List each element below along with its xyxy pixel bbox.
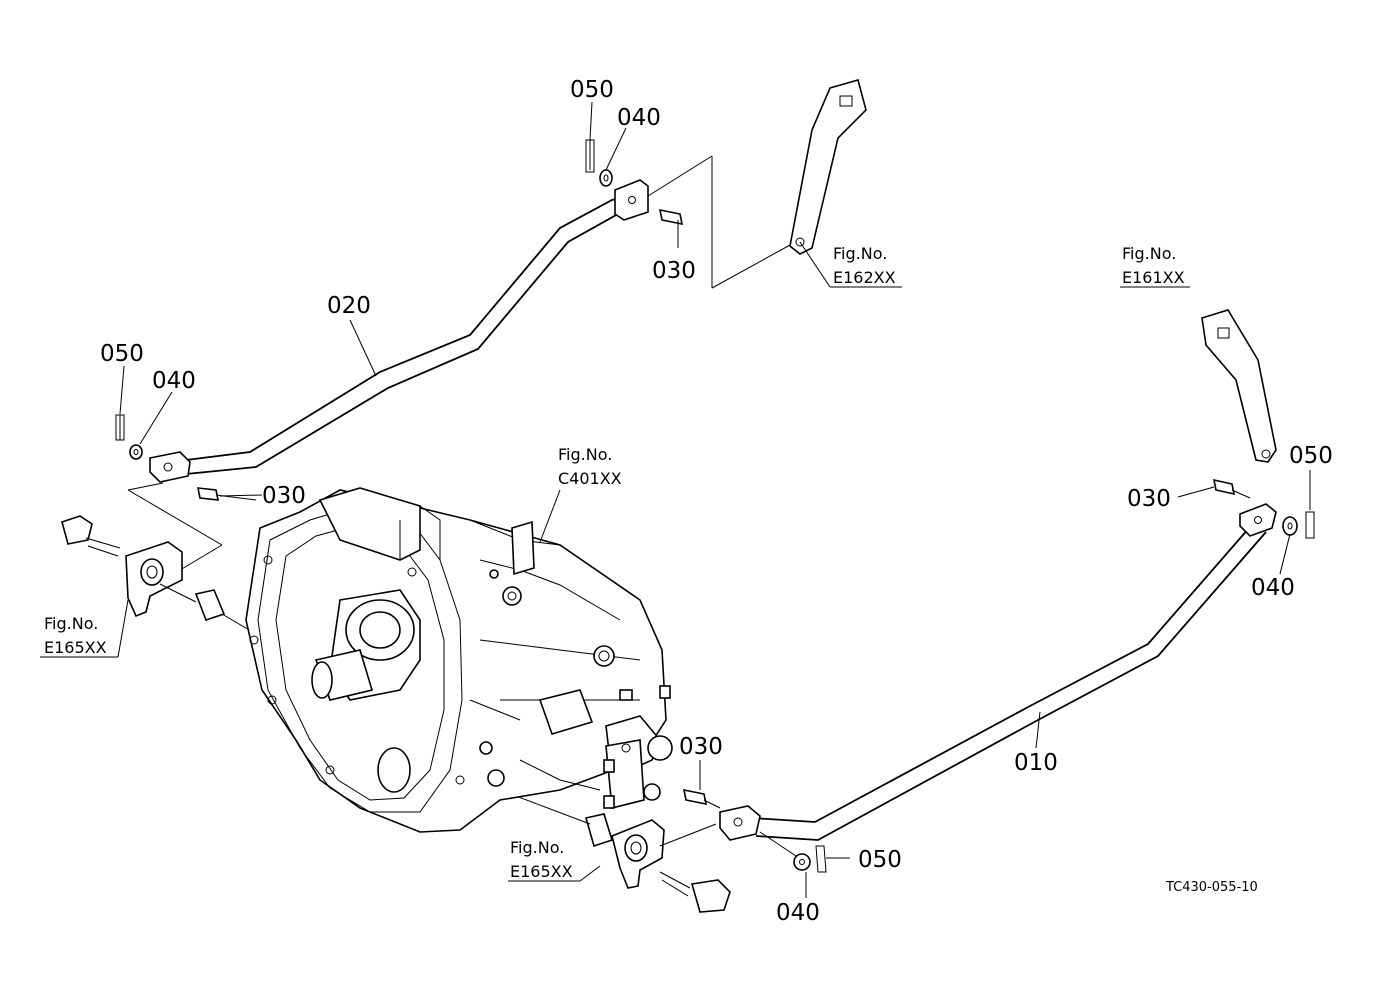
label-050-top: 050 bbox=[570, 77, 614, 103]
label-030-top: 030 bbox=[652, 258, 696, 284]
label-040-bottom: 040 bbox=[776, 900, 820, 926]
upper-left-fittings bbox=[115, 414, 257, 583]
lever-e162 bbox=[789, 79, 902, 288]
leader-lines bbox=[119, 101, 1311, 898]
label-050-right: 050 bbox=[1289, 443, 1333, 469]
rod-010 bbox=[719, 503, 1277, 841]
label-050-left: 050 bbox=[100, 341, 144, 367]
fig-label-e165-left: Fig.No. bbox=[44, 614, 98, 633]
label-040-left: 040 bbox=[152, 368, 196, 394]
fig-code-e162: E162XX bbox=[833, 268, 896, 287]
fig-label-c401: Fig.No. bbox=[558, 445, 612, 464]
fig-code-c401: C401XX bbox=[558, 469, 622, 488]
label-030-right: 030 bbox=[1127, 486, 1171, 512]
fig-code-e165-left: E165XX bbox=[44, 638, 107, 657]
figure-reference-labels: Fig.No. E162XX Fig.No. E161XX Fig.No. C4… bbox=[44, 244, 1185, 881]
label-020: 020 bbox=[327, 293, 371, 319]
part-number-labels: 050 040 030 020 050 040 030 050 030 040 … bbox=[100, 77, 1333, 926]
fig-code-e165-lower: E165XX bbox=[510, 862, 573, 881]
label-050-bottom: 050 bbox=[858, 847, 902, 873]
drawing-code: TC430-055-10 bbox=[1165, 880, 1258, 895]
rod-020 bbox=[149, 179, 649, 483]
label-040-right: 040 bbox=[1251, 575, 1295, 601]
transmission-housing bbox=[245, 487, 673, 833]
label-030-left: 030 bbox=[262, 483, 306, 509]
label-010: 010 bbox=[1014, 750, 1058, 776]
label-030-bottom: 030 bbox=[679, 734, 723, 760]
bracket-e165-left bbox=[40, 515, 257, 658]
label-040-top: 040 bbox=[617, 105, 661, 131]
fig-label-e161: Fig.No. bbox=[1122, 244, 1176, 263]
fig-label-e162: Fig.No. bbox=[833, 244, 887, 263]
fig-label-e165-lower: Fig.No. bbox=[510, 838, 564, 857]
lever-e161 bbox=[1120, 286, 1277, 463]
fig-code-e161: E161XX bbox=[1122, 268, 1185, 287]
rod-010-fittings bbox=[682, 478, 1315, 873]
upper-right-fittings bbox=[585, 139, 791, 289]
bracket-e165-lower bbox=[499, 789, 731, 913]
